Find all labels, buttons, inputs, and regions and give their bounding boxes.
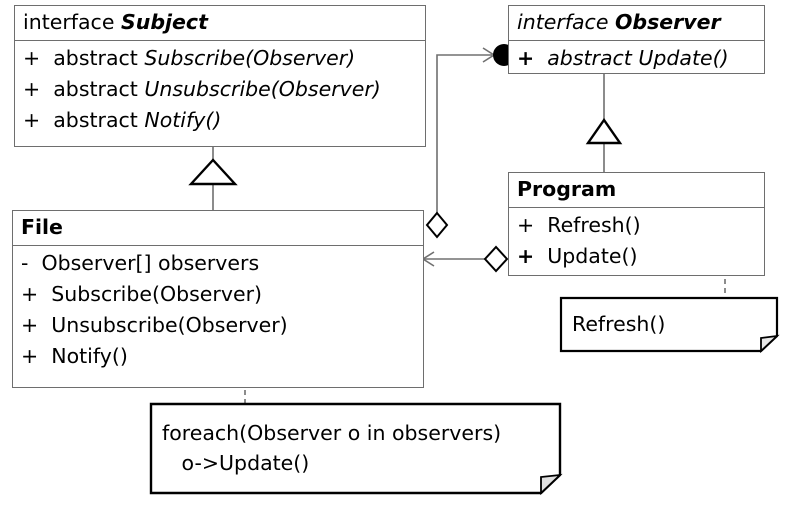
- member-program-update[interactable]: + Update(): [517, 241, 756, 272]
- note-folded-corner-icon: [760, 334, 780, 354]
- class-members-observer: + abstract Update(): [509, 41, 764, 78]
- member-modifier: abstract: [53, 108, 138, 133]
- member-file-subscribe[interactable]: + Subscribe(Observer): [21, 279, 415, 310]
- generalization-program-to-observer: [585, 74, 623, 172]
- member-visibility: +: [21, 313, 39, 338]
- member-signature: Subscribe(Observer): [144, 46, 356, 71]
- member-modifier: abstract: [547, 46, 632, 71]
- class-members-program: + Refresh() + Update(): [509, 208, 764, 276]
- member-visibility: +: [23, 46, 41, 71]
- class-name-file: File: [21, 215, 63, 239]
- hollow-triangle-icon: [585, 117, 623, 145]
- note-shape: [149, 402, 563, 496]
- member-visibility: +: [517, 46, 535, 71]
- member-signature: Refresh(): [547, 213, 641, 238]
- note-line: Refresh(): [572, 311, 666, 336]
- class-name-subject: Subject: [120, 10, 208, 34]
- hollow-diamond-icon: [483, 245, 509, 273]
- hollow-triangle-icon: [188, 158, 238, 186]
- open-arrowhead-icon: [421, 251, 435, 267]
- aggregation-file-to-observer: [425, 44, 515, 239]
- member-visibility: +: [21, 344, 39, 369]
- member-program-refresh[interactable]: + Refresh(): [517, 210, 756, 241]
- member-signature: Update(): [547, 244, 638, 269]
- class-name-observer: Observer: [614, 10, 721, 34]
- member-file-unsubscribe[interactable]: + Unsubscribe(Observer): [21, 310, 415, 341]
- class-title-observer: interface Observer: [509, 6, 764, 42]
- member-visibility: -: [21, 251, 29, 276]
- member-subject-subscribe[interactable]: + abstract Subscribe(Observer): [23, 43, 417, 74]
- member-visibility: +: [517, 244, 535, 269]
- hollow-diamond-icon: [425, 211, 449, 239]
- class-box-program[interactable]: Program + Refresh() + Update(): [508, 172, 765, 276]
- class-members-subject: + abstract Subscribe(Observer) + abstrac…: [15, 41, 425, 140]
- member-subject-unsubscribe[interactable]: + abstract Unsubscribe(Observer): [23, 74, 417, 105]
- member-signature: Observer[] observers: [41, 251, 260, 276]
- note-folded-corner-icon: [540, 473, 563, 496]
- member-visibility: +: [21, 282, 39, 307]
- note-program-update-text: Refresh(): [560, 297, 778, 352]
- class-stereotype-observer: interface: [517, 10, 609, 34]
- member-modifier: abstract: [53, 46, 138, 71]
- member-signature: Unsubscribe(Observer): [51, 313, 288, 338]
- note-shape: [559, 296, 780, 354]
- class-box-file[interactable]: File - Observer[] observers + Subscribe(…: [12, 210, 424, 388]
- member-modifier: abstract: [53, 77, 138, 102]
- member-signature: Notify(): [144, 108, 222, 133]
- class-stereotype-subject: interface: [23, 10, 115, 34]
- member-file-notify[interactable]: + Notify(): [21, 341, 415, 372]
- aggregation-program-to-file: [421, 245, 509, 273]
- member-file-observers[interactable]: - Observer[] observers: [21, 248, 415, 279]
- class-title-subject: interface Subject: [15, 6, 425, 42]
- member-signature: Subscribe(Observer): [51, 282, 263, 307]
- generalization-file-to-subject: [188, 146, 238, 210]
- note-program-update[interactable]: Refresh(): [559, 296, 780, 354]
- member-subject-notify[interactable]: + abstract Notify(): [23, 105, 417, 136]
- class-title-program: Program: [509, 173, 764, 209]
- note-file-notify-text: foreach(Observer o in observers) o->Upda…: [150, 403, 561, 494]
- note-file-notify[interactable]: foreach(Observer o in observers) o->Upda…: [149, 402, 563, 496]
- class-name-program: Program: [517, 177, 617, 201]
- member-visibility: +: [517, 213, 535, 238]
- member-observer-update[interactable]: + abstract Update(): [517, 43, 756, 74]
- member-visibility: +: [23, 77, 41, 102]
- class-members-file: - Observer[] observers + Subscribe(Obser…: [13, 246, 423, 376]
- class-box-observer[interactable]: interface Observer + abstract Update(): [508, 5, 765, 74]
- class-title-file: File: [13, 211, 423, 247]
- member-visibility: +: [23, 108, 41, 133]
- member-signature: Unsubscribe(Observer): [144, 77, 381, 102]
- member-signature: Update(): [638, 46, 729, 71]
- note-line: foreach(Observer o in observers): [162, 420, 502, 445]
- member-signature: Notify(): [51, 344, 128, 369]
- class-box-subject[interactable]: interface Subject + abstract Subscribe(O…: [14, 5, 426, 147]
- note-line: o->Update(): [162, 450, 310, 475]
- open-arrowhead-icon: [482, 47, 496, 63]
